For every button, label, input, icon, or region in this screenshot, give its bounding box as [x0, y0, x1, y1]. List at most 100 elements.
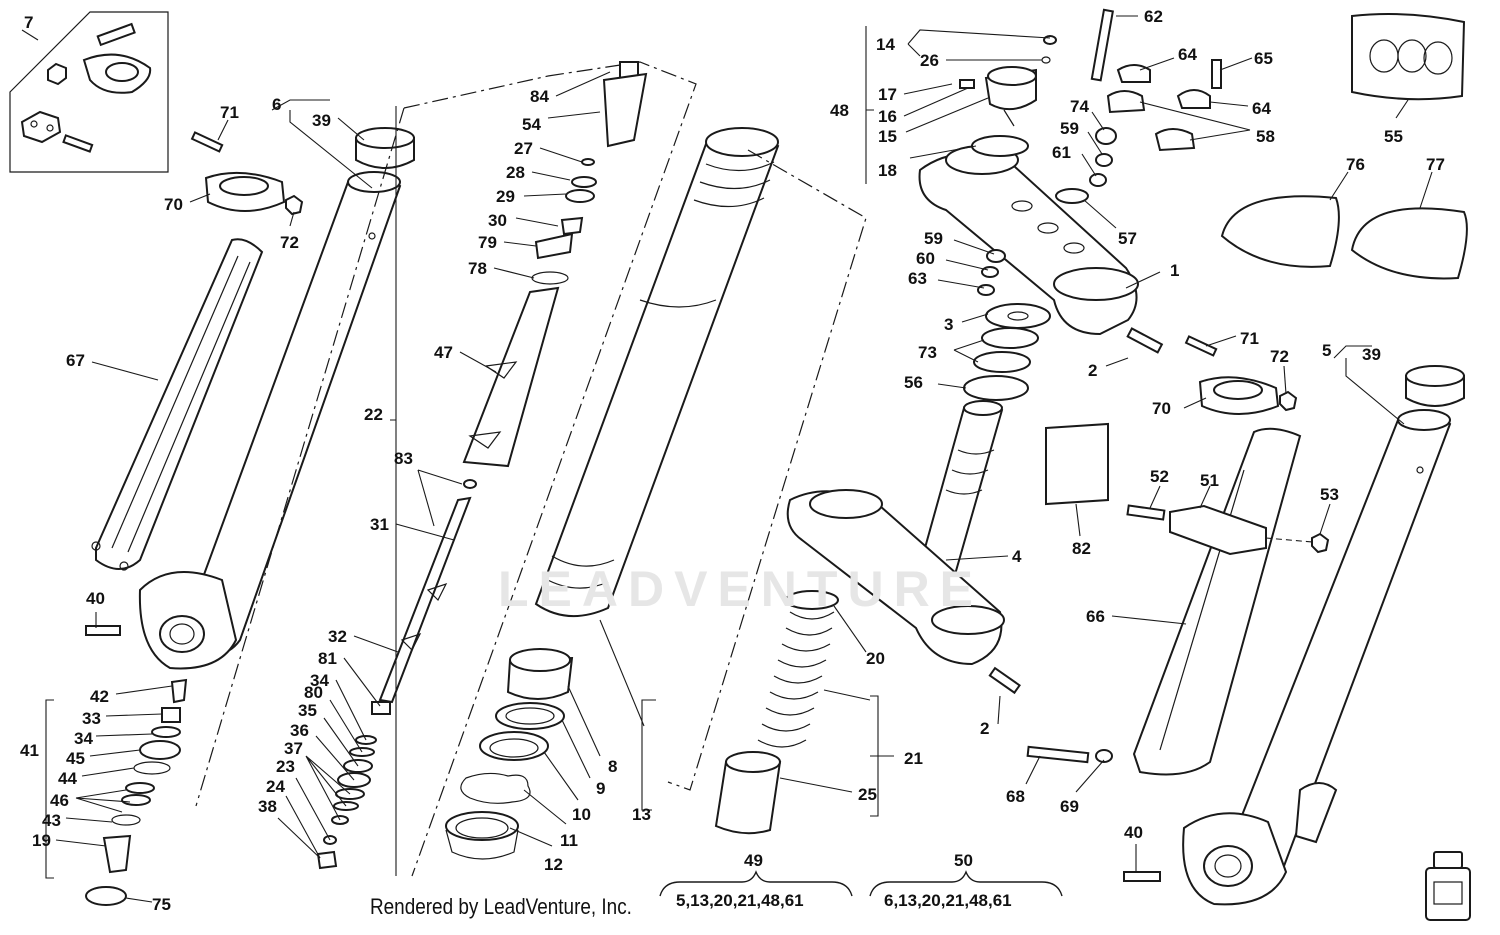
callout-72-left: 72: [280, 233, 299, 252]
callout-62: 62: [1144, 7, 1163, 26]
callout-15: 15: [878, 127, 897, 146]
leader-lines: [21, 15, 1433, 903]
callout-29: 29: [496, 187, 515, 206]
callout-58: 58: [1256, 127, 1275, 146]
callout-20: 20: [866, 649, 885, 668]
callout-labels: 7 71 6 39 70 72 67 40 42 33 34 41 45 44 …: [20, 7, 1445, 914]
callout-53: 53: [1320, 485, 1339, 504]
kit-49-number: 49: [744, 851, 763, 870]
callout-38: 38: [258, 797, 277, 816]
callout-84: 84: [530, 87, 549, 106]
fork-seal-39-right: [1405, 365, 1465, 407]
callout-2-top: 2: [1088, 361, 1097, 380]
callout-70-left: 70: [164, 195, 183, 214]
callout-52: 52: [1150, 467, 1169, 486]
callout-41: 41: [20, 741, 39, 760]
render-credit: Rendered by LeadVenture, Inc.: [370, 894, 632, 919]
callout-43: 43: [42, 811, 61, 830]
callout-35: 35: [298, 701, 317, 720]
callout-9: 9: [596, 779, 605, 798]
callout-46: 46: [50, 791, 69, 810]
callout-63: 63: [908, 269, 927, 288]
callout-77: 77: [1426, 155, 1445, 174]
outer-tube-5: [1182, 409, 1452, 906]
callout-47: 47: [434, 343, 453, 362]
callout-21: 21: [904, 749, 923, 768]
callout-39-right: 39: [1362, 345, 1381, 364]
bags-76-77: [1220, 195, 1468, 280]
callout-23: 23: [276, 757, 295, 776]
callout-64-top: 64: [1178, 45, 1197, 64]
callout-72-right: 72: [1270, 347, 1289, 366]
fork-seal-39-left: [355, 127, 415, 169]
callout-65: 65: [1254, 49, 1273, 68]
kit-49-contents: 5,13,20,21,48,61: [676, 891, 804, 910]
callout-37: 37: [284, 739, 303, 758]
callout-36: 36: [290, 721, 309, 740]
callout-22: 22: [364, 405, 383, 424]
spacer-25: [714, 751, 782, 835]
spring-outline: [667, 149, 867, 791]
callout-13: 13: [632, 805, 651, 824]
callout-25: 25: [858, 785, 877, 804]
callout-79: 79: [478, 233, 497, 252]
misc-bolts: [85, 625, 1161, 882]
callout-45: 45: [66, 749, 85, 768]
kit-labels: 49 5,13,20,21,48,61 50 6,13,20,21,48,61: [676, 851, 1012, 910]
callout-40-right: 40: [1124, 823, 1143, 842]
callout-19: 19: [32, 831, 51, 850]
spring-20: [757, 590, 839, 748]
callout-10: 10: [572, 805, 591, 824]
callout-44: 44: [58, 769, 77, 788]
callout-6: 6: [272, 95, 281, 114]
callout-40-left: 40: [86, 589, 105, 608]
callout-73: 73: [918, 343, 937, 362]
callout-68: 68: [1006, 787, 1025, 806]
callout-1: 1: [1170, 261, 1179, 280]
callout-8: 8: [608, 757, 617, 776]
kit-50-number: 50: [954, 851, 973, 870]
kit-50-contents: 6,13,20,21,48,61: [884, 891, 1012, 910]
callout-61: 61: [1052, 143, 1071, 162]
handlebar-clamps-64: [1055, 8, 1222, 204]
callout-32: 32: [328, 627, 347, 646]
cartridge-internals: [462, 61, 648, 468]
outer-tube-6: [138, 171, 402, 670]
callout-12: 12: [544, 855, 563, 874]
cartridge-outline-22: [195, 61, 697, 877]
guide-51-hardware: [1126, 504, 1330, 556]
callout-75: 75: [152, 895, 171, 914]
callout-11: 11: [560, 831, 578, 850]
callout-74: 74: [1070, 97, 1089, 116]
callout-33: 33: [82, 709, 101, 728]
callout-70-right: 70: [1152, 399, 1171, 418]
damper-rod-31: [371, 479, 477, 715]
callout-28: 28: [506, 163, 525, 182]
top-triple-clamp-1: [918, 145, 1164, 354]
watermark: LEADVENTURE: [498, 561, 984, 617]
callout-56: 56: [904, 373, 923, 392]
callout-39-left: 39: [312, 111, 331, 130]
bottom-triple-clamp: [786, 489, 1021, 695]
callout-17: 17: [878, 85, 897, 104]
kit-brackets: [659, 870, 1063, 897]
callout-51: 51: [1200, 471, 1219, 490]
bolt-68-69: [1026, 745, 1113, 764]
callout-80: 80: [304, 683, 323, 702]
top-cap-15: [959, 35, 1057, 157]
valve-stack: [316, 735, 377, 870]
kit-7-inset: [9, 11, 169, 173]
callout-59-mid: 59: [924, 229, 943, 248]
callout-7: 7: [24, 13, 33, 32]
fork-guard-67: [91, 238, 264, 571]
callout-14: 14: [876, 35, 895, 54]
callout-67: 67: [66, 351, 85, 370]
callout-78: 78: [468, 259, 487, 278]
seals-8-12: [445, 648, 574, 860]
callout-48: 48: [830, 101, 849, 120]
oil-bottle: [1425, 851, 1471, 921]
callout-69: 69: [1060, 797, 1079, 816]
callout-34-mid: 34: [310, 671, 329, 690]
callout-64-mid: 64: [1252, 99, 1271, 118]
